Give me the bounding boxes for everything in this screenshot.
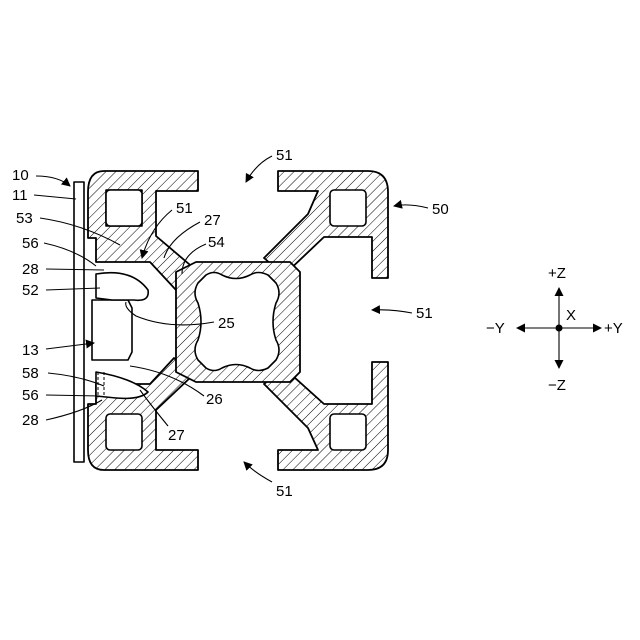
leader-10 [36, 176, 70, 186]
leader-56b [46, 395, 100, 396]
label-56b: 56 [22, 387, 39, 404]
label-13: 13 [22, 342, 39, 359]
clip-13 [92, 273, 148, 399]
label-53: 53 [16, 210, 33, 227]
label-11: 11 [12, 187, 28, 204]
axis-label-plus-y: +Y [604, 320, 623, 337]
axis-label-x: X [566, 307, 576, 324]
label-25: 25 [218, 315, 235, 332]
leader-11 [34, 195, 76, 199]
label-26: 26 [206, 391, 223, 408]
clip-body [92, 300, 132, 360]
leader-13 [46, 343, 94, 349]
axis-label-plus-z: +Z [548, 265, 566, 282]
axis-origin-dot [556, 325, 563, 332]
core-cavity [195, 273, 279, 371]
label-56a: 56 [22, 235, 39, 252]
label-51-right: 51 [416, 305, 433, 322]
label-50: 50 [432, 201, 449, 218]
label-27a: 27 [204, 212, 221, 229]
aluminum-profile-50 [88, 171, 388, 470]
label-28a: 28 [22, 261, 39, 278]
corner-hole-top-right [330, 190, 366, 226]
label-28b: 28 [22, 412, 39, 429]
leader-51-bottom [244, 462, 272, 482]
plate-10 [74, 182, 84, 462]
axis-label-minus-y: −Y [486, 320, 505, 337]
clip-upper-hook [96, 273, 148, 301]
label-27b: 27 [168, 427, 185, 444]
corner-hole-bottom-right [330, 414, 366, 450]
label-58: 58 [22, 365, 39, 382]
leader-51-right [372, 310, 412, 313]
leader-28a [46, 269, 104, 270]
label-51-inner: 51 [176, 200, 193, 217]
axis-label-minus-z: −Z [548, 377, 566, 394]
label-52: 52 [22, 282, 39, 299]
leader-56a [44, 243, 96, 266]
label-10: 10 [12, 167, 29, 184]
corner-hole-top-left-outer [106, 190, 142, 226]
axis-legend: +Z −Z −Y +Y X [486, 265, 623, 394]
corner-hole-bottom-left [106, 414, 142, 450]
leader-51-top [246, 156, 272, 182]
leader-50 [394, 205, 428, 208]
leader-52 [46, 288, 100, 290]
label-54: 54 [208, 234, 225, 251]
label-51-bottom: 51 [276, 483, 293, 500]
label-51-top: 51 [276, 147, 293, 164]
